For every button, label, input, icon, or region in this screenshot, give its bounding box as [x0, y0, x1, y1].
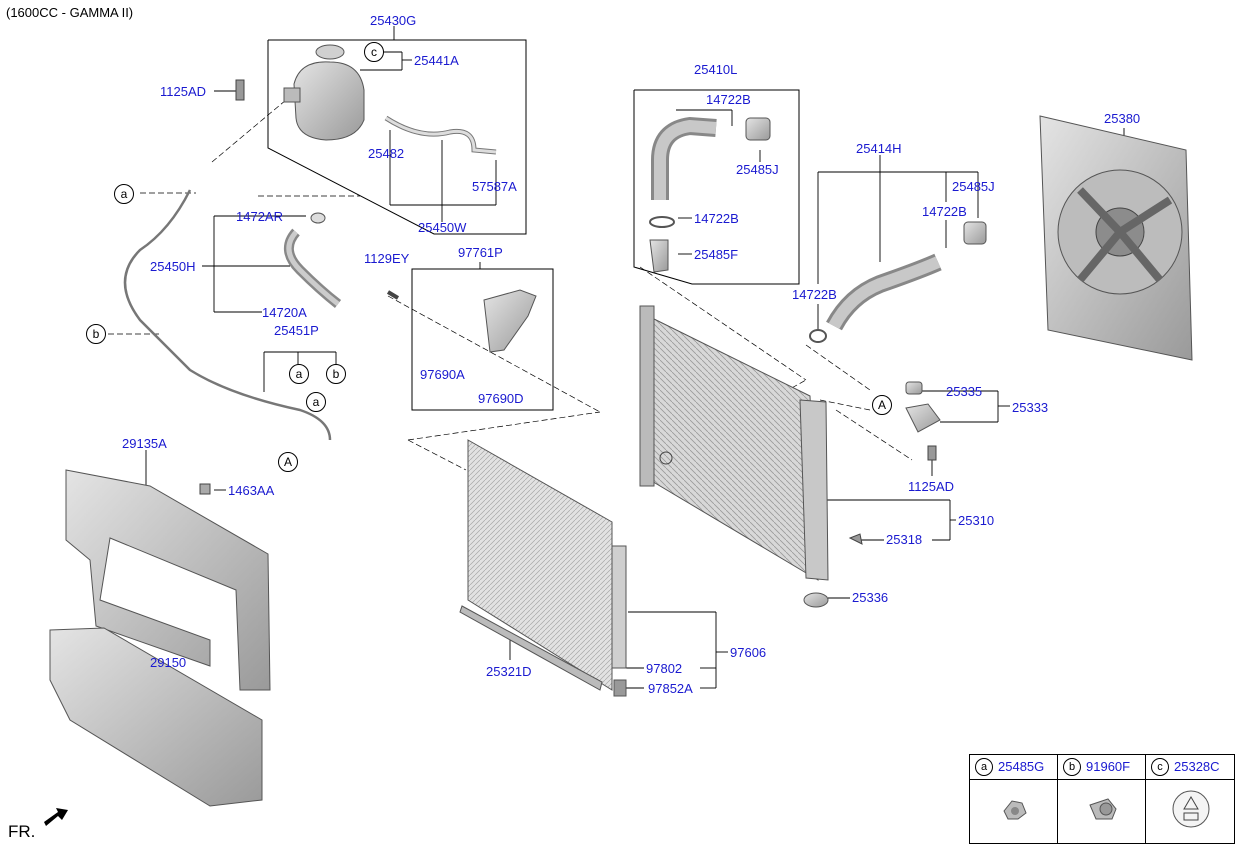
part-29150[interactable]: 29150	[150, 655, 187, 670]
part-1125AD-bottom[interactable]: 1125AD	[908, 479, 955, 494]
part-25333[interactable]: 25333	[1012, 400, 1049, 415]
part-25336[interactable]: 25336	[852, 590, 889, 605]
legend-key-a: a	[975, 758, 993, 776]
overflow-pipe[interactable]	[123, 189, 332, 441]
part-97690D[interactable]: 97690D	[478, 391, 524, 406]
coolant-reservoir[interactable]	[283, 44, 365, 141]
part-97761P[interactable]: 97761P	[458, 245, 503, 260]
part-1463AA[interactable]: 1463AA	[228, 483, 275, 498]
callout-a-clip: a	[306, 392, 326, 412]
legend-header	[970, 755, 1234, 780]
legend-cell-c[interactable]: c 25328C	[1146, 755, 1234, 843]
hose-group-box	[633, 89, 800, 285]
part-25318[interactable]: 25318	[886, 532, 923, 547]
cooling-fan-shroud[interactable]	[1039, 115, 1193, 361]
condenser-bracket[interactable]	[483, 289, 537, 353]
part-14722B-a[interactable]: 14722B	[706, 92, 751, 107]
legend-key-b: b	[1063, 758, 1081, 776]
part-25485F[interactable]: 25485F	[694, 247, 739, 262]
part-29135A[interactable]: 29135A	[122, 436, 167, 451]
part-25441A[interactable]: 25441A	[414, 53, 459, 68]
part-25485J-b[interactable]: 25485J	[952, 179, 995, 194]
part-1472AR[interactable]: 1472AR	[236, 209, 283, 224]
callout-A-left: A	[278, 452, 298, 472]
hose-clip-icon	[1003, 800, 1027, 820]
part-97690A[interactable]: 97690A	[420, 367, 465, 382]
clip-legend-table: a 25485G b 91960F c 25328C	[969, 754, 1235, 844]
front-end-module-carrier[interactable]	[65, 469, 271, 691]
part-1125AD-top[interactable]: 1125AD	[160, 84, 207, 99]
legend-key-c: c	[1151, 758, 1169, 776]
part-25451P[interactable]: 25451P	[274, 323, 319, 338]
radiator[interactable]	[639, 305, 829, 581]
legend-part-a[interactable]: 25485G	[998, 759, 1045, 774]
part-25335[interactable]: 25335	[946, 384, 983, 399]
part-25380[interactable]: 25380	[1104, 111, 1141, 126]
part-14722B-d[interactable]: 14722B	[792, 287, 837, 302]
part-25410L[interactable]: 25410L	[694, 62, 738, 77]
part-14722B-c[interactable]: 14722B	[922, 204, 967, 219]
part-25310[interactable]: 25310	[958, 513, 995, 528]
part-97802[interactable]: 97802	[646, 661, 683, 676]
part-14720A[interactable]: 14720A	[262, 305, 307, 320]
part-25321D[interactable]: 25321D	[486, 664, 532, 679]
legend-cell-b[interactable]: b 91960F	[1058, 755, 1146, 843]
legend-part-c[interactable]: 25328C	[1174, 759, 1220, 774]
air-guard-strip[interactable]	[459, 605, 603, 691]
part-25482[interactable]: 25482	[368, 146, 405, 161]
legend-part-b[interactable]: 91960F	[1086, 759, 1131, 774]
part-57587A[interactable]: 57587A	[472, 179, 517, 194]
callout-c-cap: c	[364, 42, 384, 62]
callout-a-pipe: a	[114, 184, 134, 204]
bracket-group-box	[411, 268, 554, 411]
part-25430G[interactable]: 25430G	[370, 13, 417, 28]
part-14722B-b[interactable]: 14722B	[694, 211, 739, 226]
part-97606[interactable]: 97606	[730, 645, 767, 660]
part-25450W[interactable]: 25450W	[418, 220, 467, 235]
front-direction-label: FR.	[8, 822, 36, 841]
part-1129EY[interactable]: 1129EY	[364, 251, 410, 266]
callout-b-pipe: b	[86, 324, 106, 344]
legend-cell-a[interactable]: a 25485G	[970, 755, 1058, 843]
callout-b-group: b	[326, 364, 346, 384]
engine-title: (1600CC - GAMMA II)	[6, 5, 134, 20]
callout-a-group: a	[289, 364, 309, 384]
front-arrow-icon	[44, 808, 68, 826]
grommet-icon	[1089, 798, 1117, 820]
part-97852A[interactable]: 97852A	[648, 681, 693, 696]
condenser[interactable]	[467, 439, 627, 697]
reservoir-group-box	[267, 39, 527, 235]
part-25414H[interactable]: 25414H	[856, 141, 902, 156]
callout-A-right: A	[872, 395, 892, 415]
part-25450H[interactable]: 25450H	[150, 259, 196, 274]
air-guard-lower[interactable]	[49, 627, 263, 807]
part-25485J-a[interactable]: 25485J	[736, 162, 779, 177]
warning-cap-icon	[1172, 790, 1210, 828]
